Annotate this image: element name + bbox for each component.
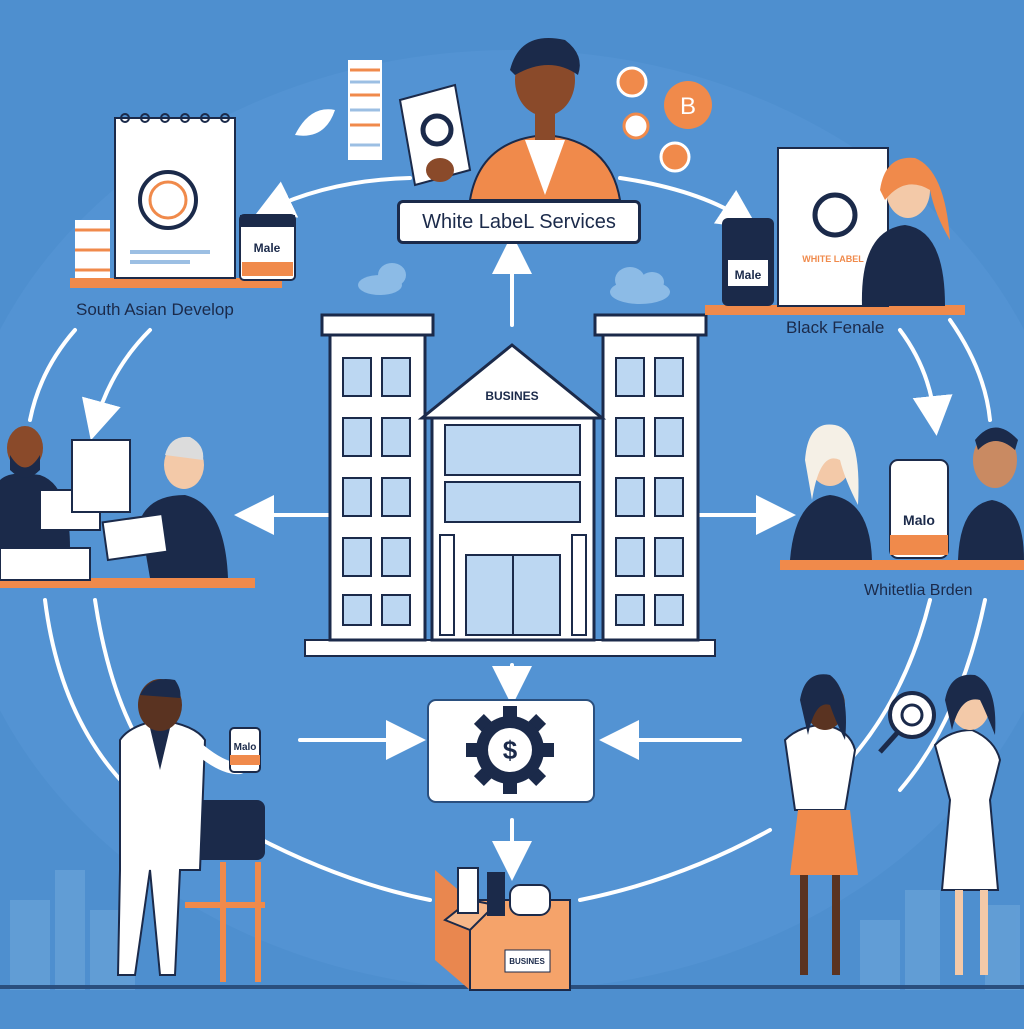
- hub-dollar: $: [503, 735, 518, 765]
- gear-dollar-icon: $: [466, 706, 554, 794]
- title-text: White LabeL Services: [422, 211, 616, 234]
- white-label-services-title: White LabeL Services: [397, 200, 641, 244]
- business-building: [305, 315, 715, 656]
- label-mid-right: Whitetlia Brden: [864, 582, 973, 600]
- white-label-stamp: WHITE LABEL: [802, 254, 864, 264]
- hub-panel: $: [428, 700, 594, 802]
- jar-label-mid-right: Malo: [903, 512, 935, 528]
- building-sign: BUSINES: [485, 389, 538, 403]
- jar-label-top-right: Male: [735, 268, 762, 282]
- label-top-right: Black Fenale: [786, 318, 884, 338]
- jar-label-top-left: Male: [254, 241, 281, 255]
- box-label: BUSINES: [509, 957, 545, 966]
- magnifier-icon: [890, 693, 934, 737]
- label-top-left: South Asian Develop: [76, 300, 234, 320]
- jar-label-bottom-left: Malo: [234, 742, 257, 753]
- coin-letter: B: [680, 93, 696, 120]
- coin-stack-left: [75, 220, 110, 278]
- paper-stack-top: [348, 60, 382, 160]
